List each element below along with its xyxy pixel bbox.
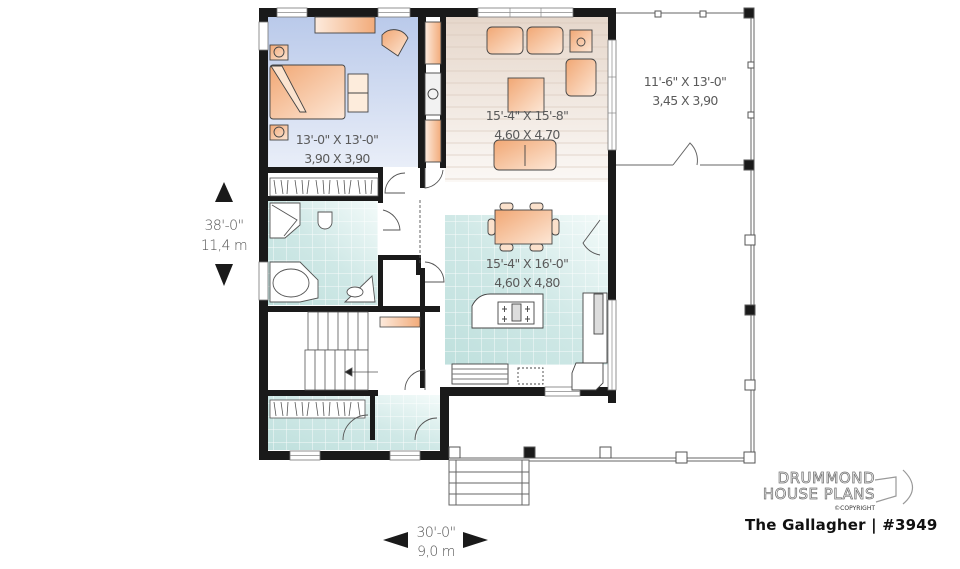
porch-posts xyxy=(448,7,756,464)
room-label-screened-porch: 11'-6" X 13'-0" 3,45 X 3,90 xyxy=(625,72,745,110)
interior-walls xyxy=(268,8,446,440)
depth-metric: 11,4 m xyxy=(200,238,248,254)
room-dim-imperial: 11'-6" X 13'-0" xyxy=(643,74,727,89)
room-dim-imperial: 13'-0" X 13'-0" xyxy=(295,132,379,147)
kitchen-dining-furniture xyxy=(451,202,608,391)
arrow-down-icon xyxy=(215,264,233,286)
width-metric: 9,0 m xyxy=(417,544,455,560)
room-dim-metric: 3,90 X 3,90 xyxy=(304,151,370,166)
arrow-up-icon xyxy=(215,182,233,202)
room-dim-metric: 4,60 X 4,70 xyxy=(494,127,560,142)
room-dim-metric: 4,60 X 4,80 xyxy=(494,275,560,290)
width-imperial: 30'-0" xyxy=(416,525,456,541)
room-dim-metric: 3,45 X 3,90 xyxy=(652,93,718,108)
overall-depth-dimension: 38'-0" 11,4 m xyxy=(188,216,260,256)
arrow-left-icon xyxy=(383,532,408,548)
living-furniture xyxy=(424,21,597,171)
brand-line-1: DRUMMOND xyxy=(777,469,875,487)
exterior-walls xyxy=(259,8,616,460)
room-label-kitchen-dining: 15'-4" X 16'-0" 4,60 X 4,80 xyxy=(472,254,582,292)
stairs xyxy=(304,311,421,391)
dimension-arrows xyxy=(215,182,488,548)
room-label-bedroom: 13'-0" X 13'-0" 3,90 X 3,90 xyxy=(282,130,392,168)
overall-width-dimension: 30'-0" 9,0 m xyxy=(400,524,472,562)
depth-imperial: 38'-0" xyxy=(204,218,244,234)
logo-mark-icon xyxy=(874,476,897,503)
bath-fixtures xyxy=(269,202,376,303)
room-label-living: 15'-4" X 15'-8" 4,60 X 4,70 xyxy=(472,106,582,144)
plan-title: The Gallagher | #3949 xyxy=(745,516,938,534)
brand-line-2: HOUSE PLANS xyxy=(762,485,875,503)
doors xyxy=(342,168,601,441)
window-mullions xyxy=(277,8,616,456)
copyright-notice: ©COPYRIGHT xyxy=(834,505,875,512)
room-dim-imperial: 15'-4" X 16'-0" xyxy=(485,256,569,271)
arrow-right-icon xyxy=(463,532,488,548)
room-dim-imperial: 15'-4" X 15'-8" xyxy=(485,108,569,123)
closets xyxy=(269,177,379,419)
brand-logo: DRUMMOND HOUSE PLANS xyxy=(730,469,875,503)
bedroom-furniture xyxy=(269,16,409,141)
